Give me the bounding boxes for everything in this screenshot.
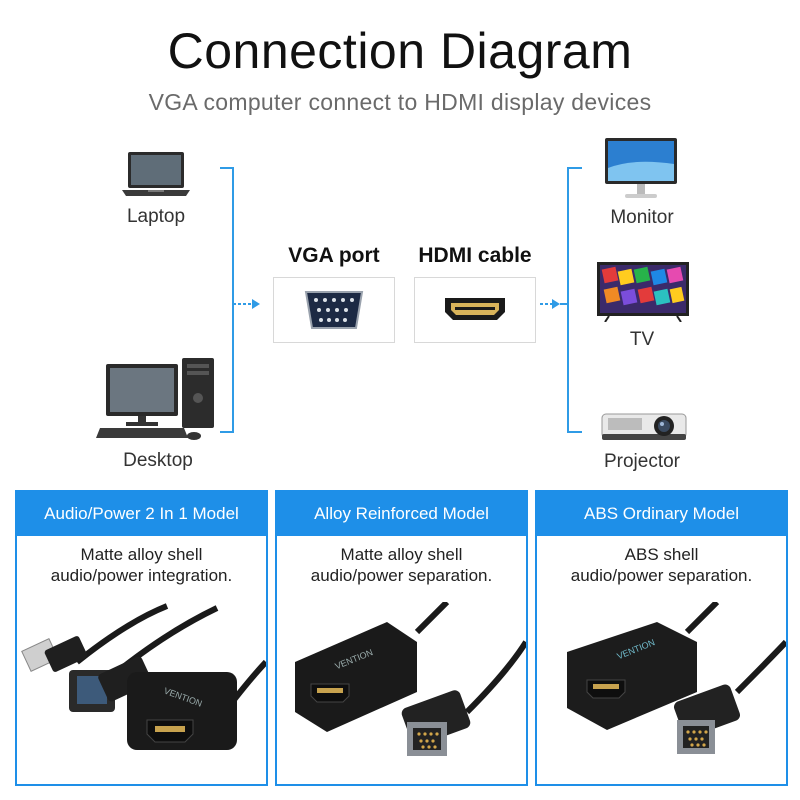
model-desc-line2: audio/power integration. [50, 566, 233, 585]
diagram-subtitle: VGA computer connect to HDMI display dev… [148, 89, 652, 115]
projector-icon [600, 408, 688, 444]
model-desc: Matte alloy shell audio/power integratio… [17, 544, 266, 586]
hdmi-port-icon [445, 298, 505, 320]
source-label-laptop: Laptop [126, 206, 186, 227]
model-desc-line2: audio/power separation. [310, 566, 493, 585]
source-bracket [220, 167, 260, 433]
model-title: Audio/Power 2 In 1 Model [17, 492, 266, 536]
diagram-title: Connection Diagram [167, 23, 633, 79]
display-label-monitor: Monitor [610, 207, 674, 228]
model-desc-line1: ABS shell [624, 545, 699, 564]
vga-port-label: VGA port [288, 244, 380, 267]
adapter-abs-image: VENTION [567, 602, 786, 754]
model-panel-abs: ABS Ordinary Model ABS shell audio/power… [535, 490, 788, 786]
hdmi-port-box [414, 277, 536, 343]
source-label-desktop: Desktop [123, 450, 193, 471]
model-desc-line2: audio/power separation. [570, 566, 753, 585]
vga-port-box [273, 277, 395, 343]
laptop-icon [120, 150, 192, 198]
adapter-alloy-image: VENTION [295, 602, 526, 756]
model-desc-line1: Matte alloy shell [80, 545, 203, 564]
model-title: ABS Ordinary Model [537, 492, 786, 536]
display-bracket [540, 167, 582, 433]
model-desc: Matte alloy shell audio/power separation… [277, 544, 526, 586]
desktop-icon [96, 358, 220, 442]
display-label-projector: Projector [603, 451, 681, 472]
model-panel-alloy: Alloy Reinforced Model Matte alloy shell… [275, 490, 528, 786]
model-panel-audio-power: Audio/Power 2 In 1 Model Matte alloy she… [15, 490, 268, 786]
model-desc-line1: Matte alloy shell [340, 545, 463, 564]
monitor-icon [603, 138, 679, 202]
model-title: Alloy Reinforced Model [277, 492, 526, 536]
hdmi-cable-label: HDMI cable [418, 244, 532, 267]
display-label-tv: TV [629, 329, 655, 350]
model-desc: ABS shell audio/power separation. [537, 544, 786, 586]
vga-port-icon [304, 291, 364, 329]
adapter-2in1-image: VENTION [21, 603, 266, 750]
tv-icon [597, 262, 689, 322]
